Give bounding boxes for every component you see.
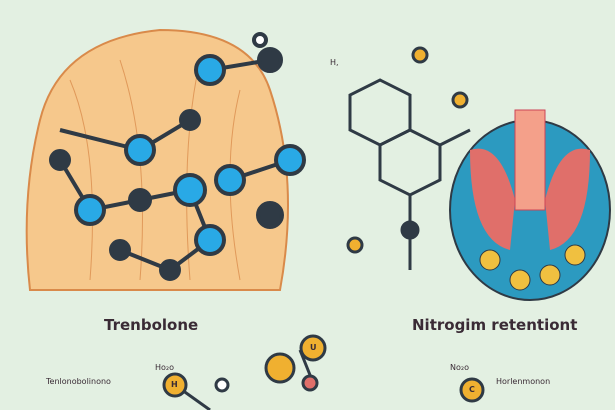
bottom-molecules	[162, 334, 485, 410]
formula-label-1: Ho₂o	[155, 363, 175, 372]
trenbolone-label: Trenbolone	[104, 316, 199, 334]
bottom-left-label: Tenlonobolinono	[46, 377, 111, 386]
bottom-right-label: Horlenmonon	[496, 377, 551, 386]
nitrogen-retention-label: Nitrogim retentiont	[412, 316, 578, 334]
trenbolone-molecule	[49, 32, 306, 281]
atom-h-label: H	[171, 380, 178, 389]
atom-c-label: C	[469, 385, 475, 394]
formula-label-top: H,	[330, 58, 339, 67]
atom-u-label: U	[310, 343, 317, 352]
center-molecule	[346, 46, 471, 270]
formula-label-2: No₂o	[450, 363, 469, 372]
lungs-illustration	[449, 109, 611, 301]
